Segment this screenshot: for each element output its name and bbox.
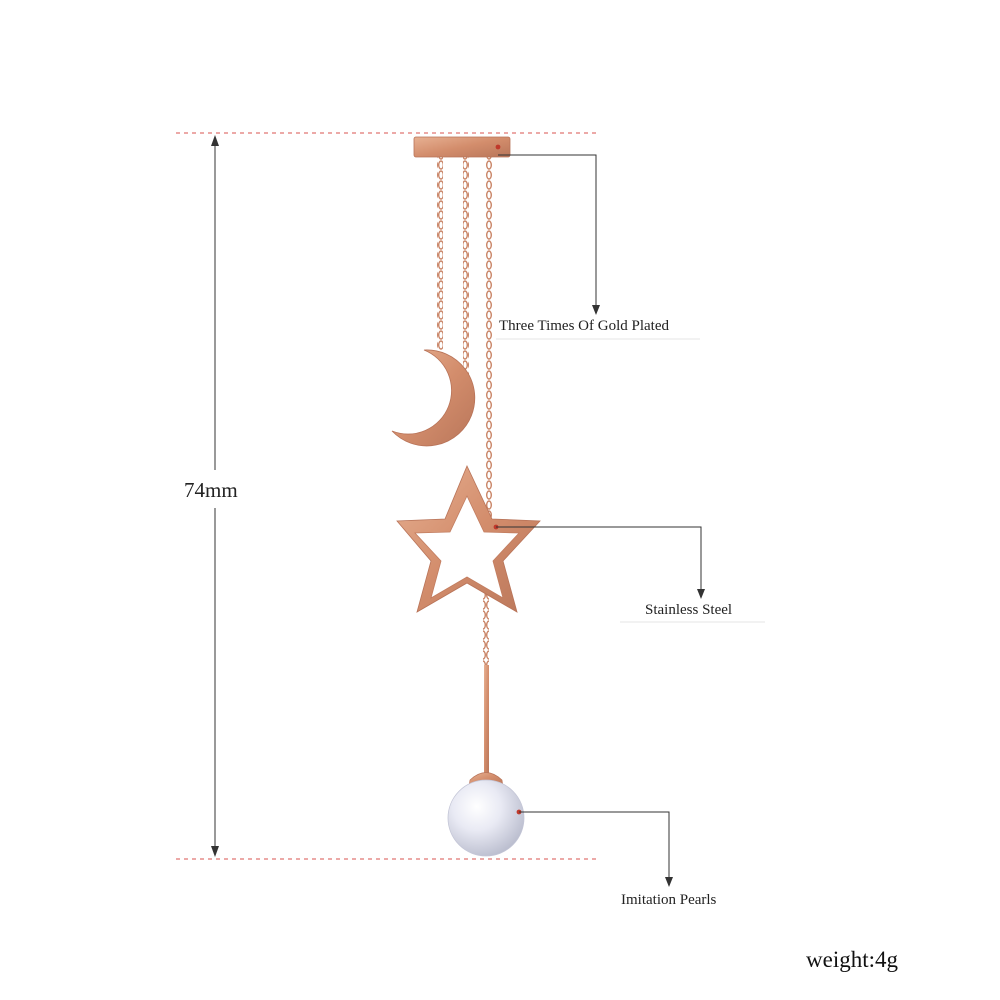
leader-star [493, 524, 765, 623]
pearl-pin [484, 665, 489, 775]
moon-charm [391, 349, 476, 447]
leader-top-bar [495, 144, 700, 340]
earring-chains [437, 155, 492, 665]
star-charm [396, 465, 541, 613]
earring-top-bar [413, 136, 511, 158]
leader-pearl [516, 809, 673, 887]
weight-label: weight:4g [806, 947, 898, 972]
gold-plated-annotation: Three Times Of Gold Plated [499, 318, 669, 334]
imitation-pearl [447, 779, 525, 857]
length-dimension-label: 74mm [184, 478, 238, 502]
imitation-pearls-annotation: Imitation Pearls [621, 892, 717, 908]
dimension-arrow [211, 135, 219, 857]
stainless-steel-annotation: Stainless Steel [645, 602, 733, 618]
